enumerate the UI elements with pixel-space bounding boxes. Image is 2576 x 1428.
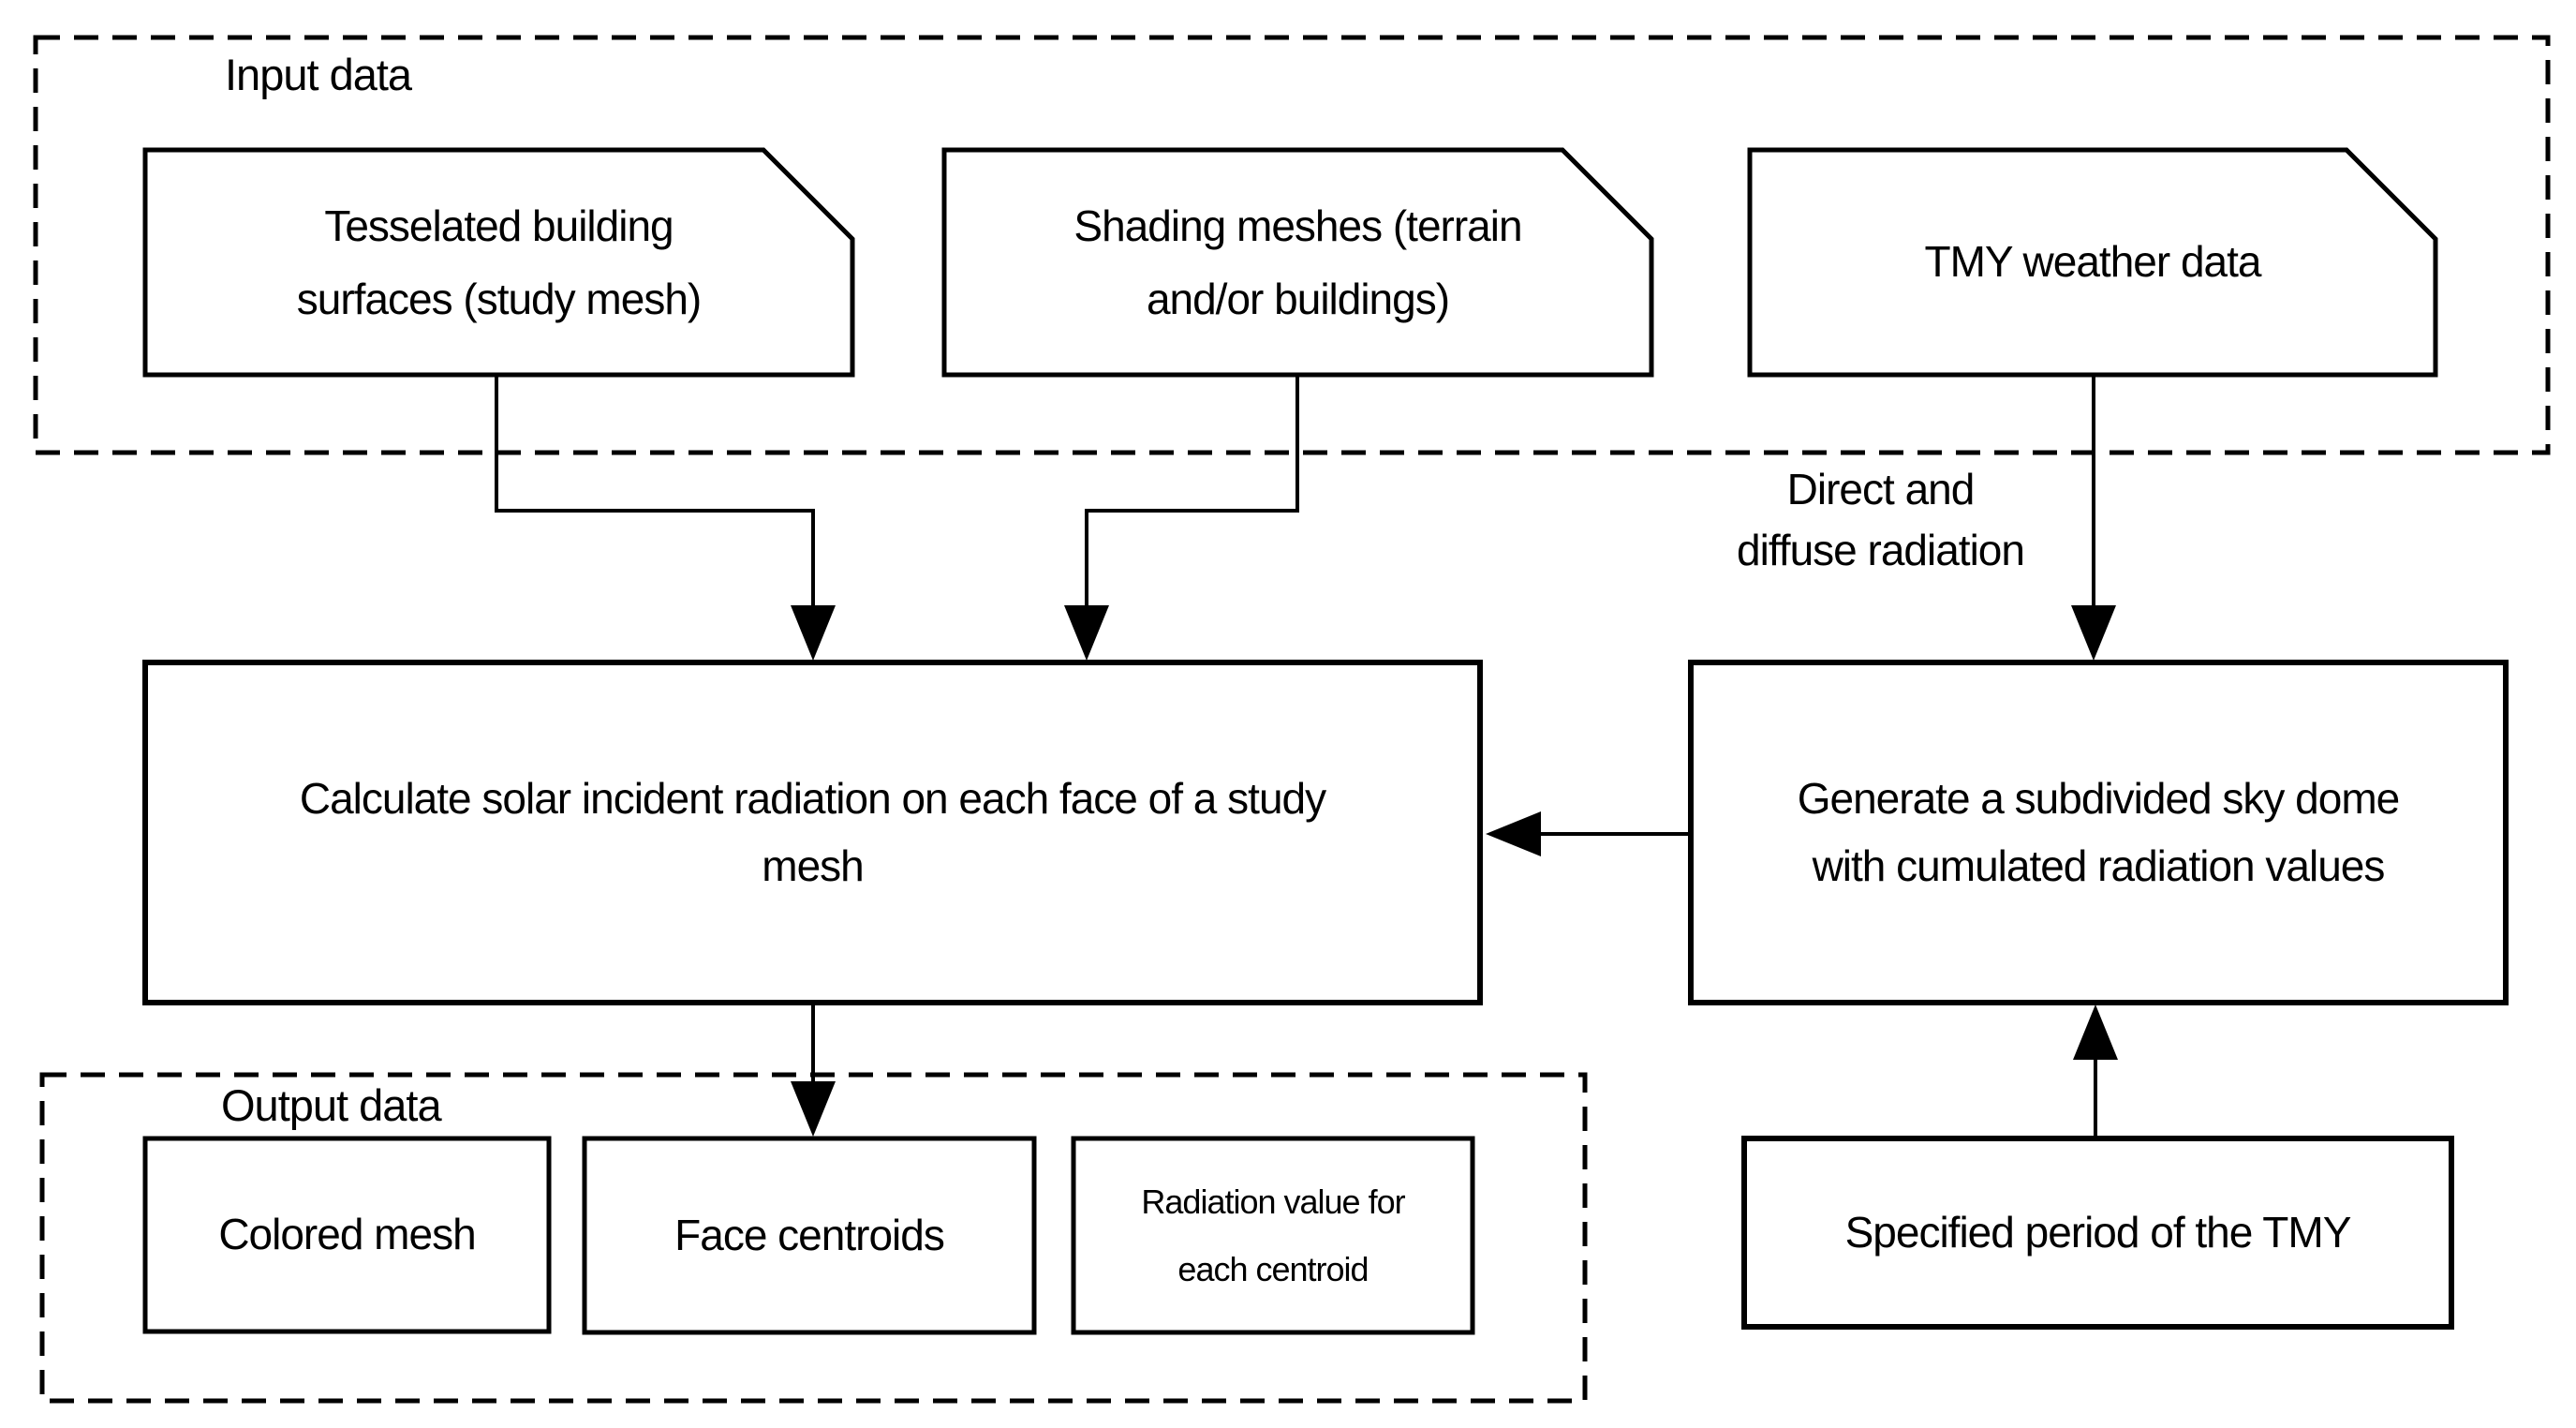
shading-meshes-node-label: Shading meshes (terrain and/or buildings…	[1073, 201, 1522, 323]
arrowhead-down-icon	[791, 605, 836, 661]
colored-mesh-node-label: Colored mesh	[218, 1210, 476, 1259]
specified-period-node-shape	[1741, 1136, 2454, 1330]
generate-sky-dome-node-shape	[1688, 660, 2509, 1005]
tesselated-surfaces-node-shape	[142, 147, 855, 378]
edge-specified-to-generate	[2073, 1004, 2118, 1138]
input-data-group-border	[33, 35, 2551, 455]
colored-mesh-node-shape	[142, 1136, 552, 1334]
edge-calculate-to-output	[791, 1003, 836, 1137]
tmy-weather-node-shape	[1747, 147, 2438, 378]
arrowhead-down-icon	[1064, 605, 1109, 661]
arrowhead-down-icon	[791, 1081, 836, 1137]
edge-tmy-to-generate	[2071, 375, 2116, 661]
arrowhead-left-icon	[1486, 811, 1541, 856]
output-data-group-label: Output data	[221, 1080, 442, 1130]
tmy-weather-node-label: TMY weather data	[1924, 237, 2261, 287]
edge-generate-to-calculate	[1486, 811, 1691, 856]
generate-sky-dome-node-label: Generate a subdivided sky dome with cumu…	[1797, 774, 2401, 890]
calculate-node-label: Calculate solar incident radiation on ea…	[299, 774, 1326, 890]
edge-tesselated-to-calculate	[495, 375, 836, 661]
arrowhead-up-icon	[2073, 1004, 2118, 1060]
face-centroids-node-label: Face centroids	[674, 1210, 945, 1259]
radiation-value-node-shape	[1071, 1136, 1475, 1335]
arrowhead-down-icon	[2071, 605, 2116, 661]
face-centroids-node-shape	[582, 1136, 1037, 1335]
radiation-value-node-label: Radiation value for each centroid	[1141, 1182, 1405, 1288]
edge-shading-to-calculate	[1064, 375, 1299, 661]
shading-meshes-node-shape	[941, 147, 1654, 378]
specified-period-node-label: Specified period of the TMY	[1844, 1207, 2352, 1257]
direct-diffuse-radiation-edge-label: Direct and diffuse radiation	[1737, 465, 2025, 575]
input-data-group-label: Input data	[225, 50, 412, 99]
tesselated-surfaces-node-label: Tesselated building surfaces (study mesh…	[296, 201, 702, 323]
